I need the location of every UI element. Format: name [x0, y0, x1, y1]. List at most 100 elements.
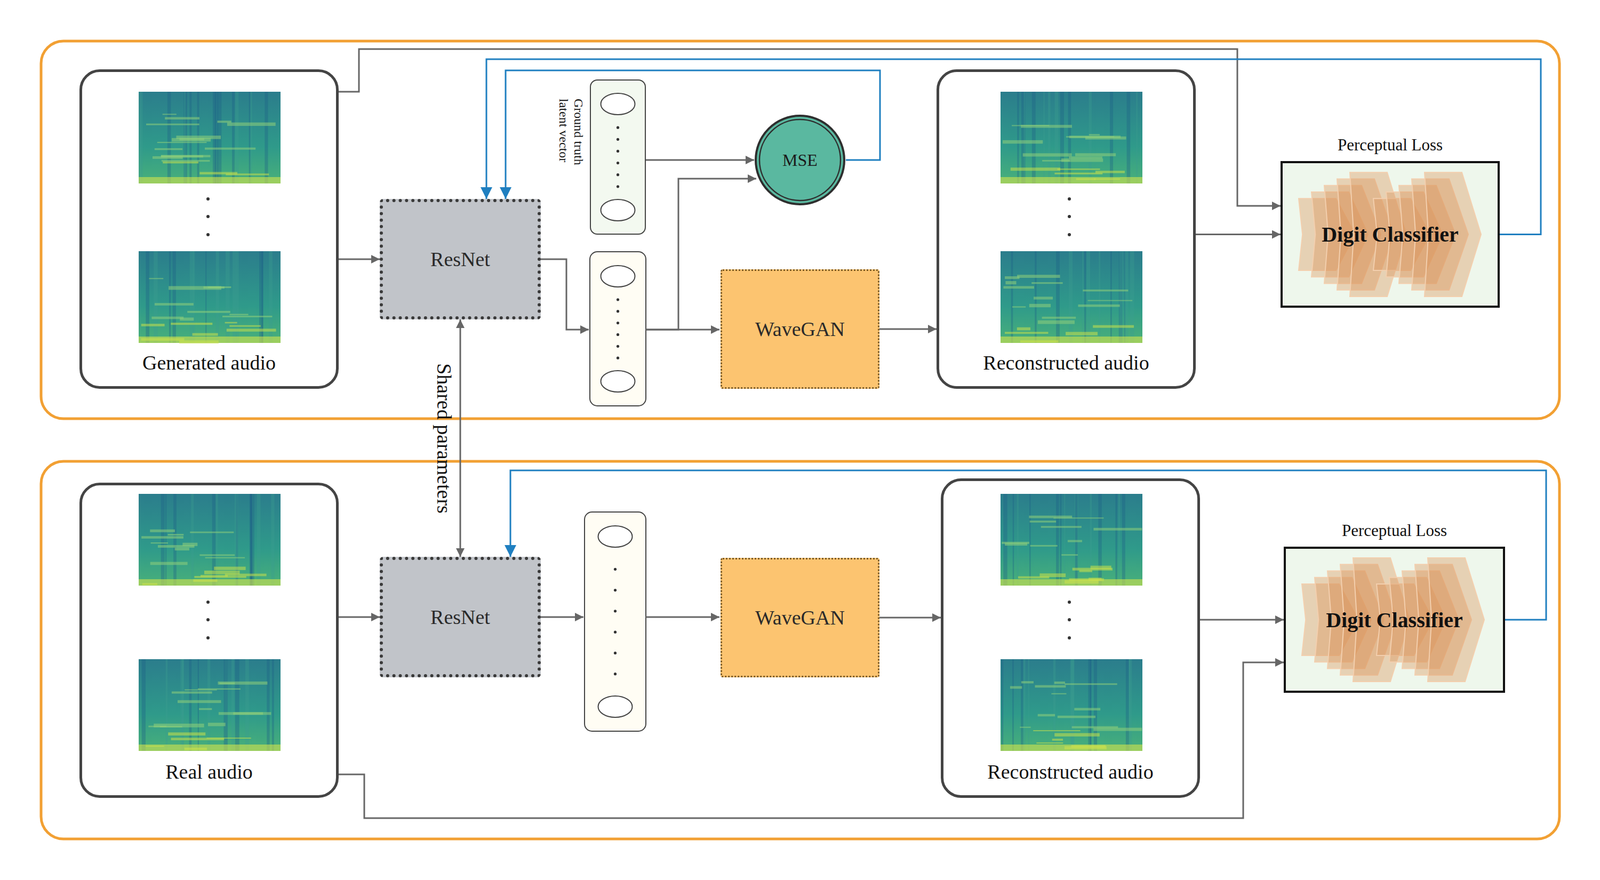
spectrogram-ground: [1000, 91, 1143, 184]
flow-arrow: [338, 49, 1281, 206]
spectrogram-band: [223, 659, 228, 751]
spectrogram-streak: [146, 123, 200, 126]
vector-element: [598, 696, 633, 718]
spectrogram-ground: [1000, 493, 1143, 586]
spectrogram-band: [1028, 659, 1030, 751]
node-label: Digit Classifier: [1325, 607, 1463, 633]
node-label: WaveGAN: [755, 605, 845, 630]
spectrogram-streak: [1037, 714, 1055, 717]
spectrogram-band: [216, 251, 220, 343]
spectrogram-streak: [1033, 730, 1080, 732]
spectrogram-band: [138, 91, 143, 184]
ellipsis-dot: [616, 345, 620, 348]
spectrogram-streak: [161, 155, 204, 158]
spectrogram-streak: [229, 313, 248, 316]
spectrogram-streak: [162, 113, 177, 115]
spectrogram-streak: [1000, 579, 1143, 586]
spectrogram-streak: [168, 533, 184, 536]
spectrogram-streak: [1067, 539, 1083, 542]
feedback-arrow: [510, 470, 1547, 620]
spectrogram-streak: [161, 155, 211, 158]
spectrogram-streak: [141, 323, 165, 327]
spectrogram-streak: [162, 161, 199, 164]
spectrogram-streak: [199, 554, 235, 556]
spectrogram-band: [205, 251, 207, 343]
vector-box: [584, 512, 646, 732]
spectrogram-band: [181, 659, 184, 751]
spectrogram-streak: [1019, 726, 1031, 728]
vector-element: [601, 370, 636, 392]
process-box: WaveGAN: [720, 269, 880, 389]
spectrogram-band: [1118, 493, 1120, 586]
spectrogram: [138, 91, 281, 184]
spectrogram-streak: [171, 691, 213, 694]
spectrogram-streak: [179, 317, 194, 321]
ellipsis-dot: [616, 298, 620, 301]
flow-arrow: [879, 617, 941, 619]
spectrogram-streak: [1042, 316, 1077, 319]
flow-arrow: [459, 319, 462, 557]
spectrogram: [1000, 493, 1143, 586]
arrow: [645, 616, 720, 619]
spectrogram-band: [1074, 493, 1079, 586]
spectrogram-streak: [208, 722, 226, 726]
classifier-ground: [1280, 161, 1500, 308]
spectrogram-band: [232, 91, 235, 184]
spectrogram-band: [257, 493, 261, 586]
spectrogram-ground: [138, 251, 281, 343]
spectrogram-band: [180, 659, 184, 751]
spectrogram-band: [1070, 659, 1075, 751]
node-label: ResNet: [430, 605, 491, 629]
spectrogram-band: [1082, 251, 1084, 343]
spectrogram: [138, 493, 281, 586]
process-box: WaveGAN: [720, 557, 880, 678]
flow-arrow: [1200, 619, 1284, 621]
spectrogram-streak: [176, 135, 221, 139]
spectrogram-streak: [1057, 715, 1096, 719]
ellipsis-dot: [616, 321, 620, 325]
spectrogram-streak: [154, 302, 194, 306]
spectrogram-band: [193, 251, 195, 343]
spectrogram-band: [1136, 91, 1138, 184]
spectrogram-streak: [1054, 681, 1066, 685]
spectrogram-band: [1124, 251, 1128, 343]
ellipsis-dot: [613, 609, 617, 613]
spectrogram-streak: [138, 177, 281, 184]
node-label: MSE: [782, 150, 818, 171]
spectrogram-streak: [213, 566, 246, 571]
edge-label: Shared parameters: [432, 363, 456, 514]
spectrogram-ground: [138, 659, 281, 751]
spectrogram-band: [161, 493, 165, 586]
spectrogram-band: [1012, 659, 1014, 751]
spectrogram-band: [1001, 659, 1004, 751]
spectrogram-ground: [138, 91, 281, 184]
audio-box: Generated audio: [79, 69, 339, 389]
spectrogram-streak: [1075, 153, 1116, 157]
spectrogram-streak: [1010, 167, 1061, 171]
spectrogram-streak: [150, 562, 188, 566]
spectrogram-streak: [1004, 331, 1048, 334]
classifier-ground: [1283, 546, 1506, 693]
spectrogram-streak: [1057, 168, 1100, 171]
spectrogram-band: [173, 493, 177, 586]
spectrogram-streak: [1051, 693, 1067, 695]
spectrogram-streak: [170, 322, 213, 325]
spectrogram-streak: [194, 576, 246, 578]
spectrogram-band: [190, 493, 194, 586]
ellipsis-dot: [206, 197, 210, 201]
spectrogram-streak: [1093, 528, 1142, 531]
spectrogram-band: [1119, 251, 1124, 343]
spectrogram-band: [249, 91, 251, 184]
spectrogram-band: [1070, 659, 1075, 751]
vector-element: [598, 525, 633, 548]
arrow: [540, 616, 584, 619]
spectrogram-streak: [225, 322, 238, 324]
spectrogram-streak: [1002, 140, 1043, 144]
spectrogram-streak: [1082, 289, 1128, 292]
spectrogram-streak: [1030, 545, 1058, 547]
spectrogram-streak: [184, 689, 218, 691]
spectrogram-streak: [192, 333, 219, 336]
spectrogram-band: [141, 659, 146, 751]
ellipsis-dot: [206, 214, 210, 219]
spectrogram-band: [189, 659, 192, 751]
